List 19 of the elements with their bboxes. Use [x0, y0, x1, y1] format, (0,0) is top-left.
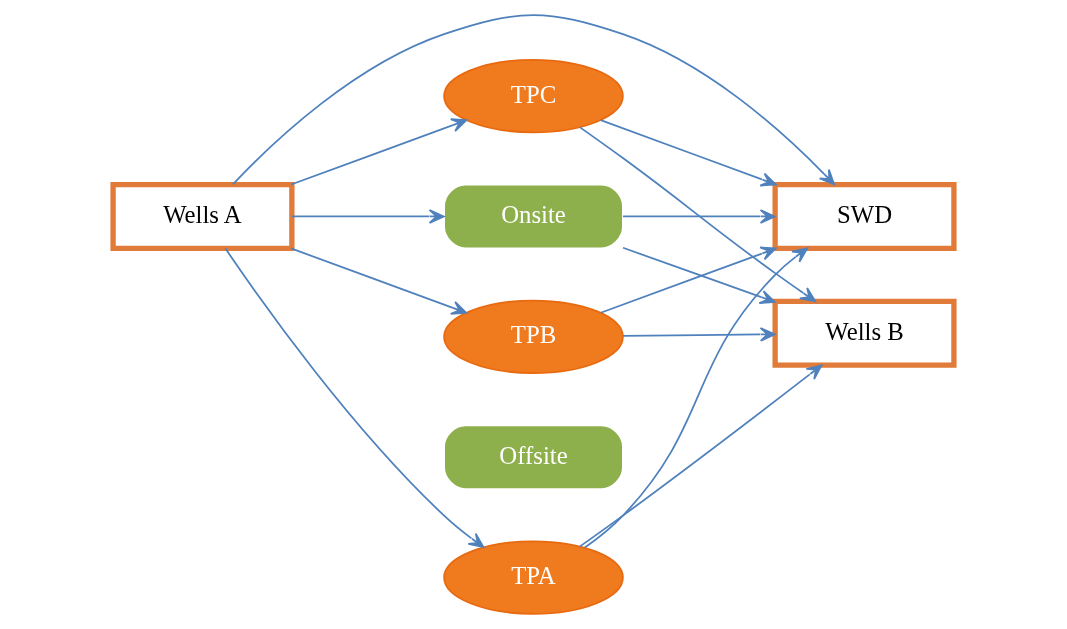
arrow	[583, 247, 809, 549]
arrow	[232, 14, 835, 186]
arrow	[290, 247, 468, 315]
node-box: SWD	[772, 181, 957, 251]
arrow	[290, 118, 468, 186]
arrow	[224, 247, 485, 548]
arrow	[622, 327, 776, 342]
arrow	[291, 209, 445, 224]
arrow	[622, 209, 776, 224]
arrow	[622, 246, 776, 305]
node-ellipse: TPA	[443, 540, 624, 615]
node-box: Offsite	[443, 424, 624, 490]
node-box: Onsite	[443, 183, 624, 250]
node-box: Wells B	[772, 298, 957, 368]
arrow	[599, 246, 777, 314]
arrow	[579, 364, 823, 548]
node-box: Wells A	[110, 181, 295, 251]
arrow	[599, 119, 777, 187]
arrow	[579, 126, 817, 303]
